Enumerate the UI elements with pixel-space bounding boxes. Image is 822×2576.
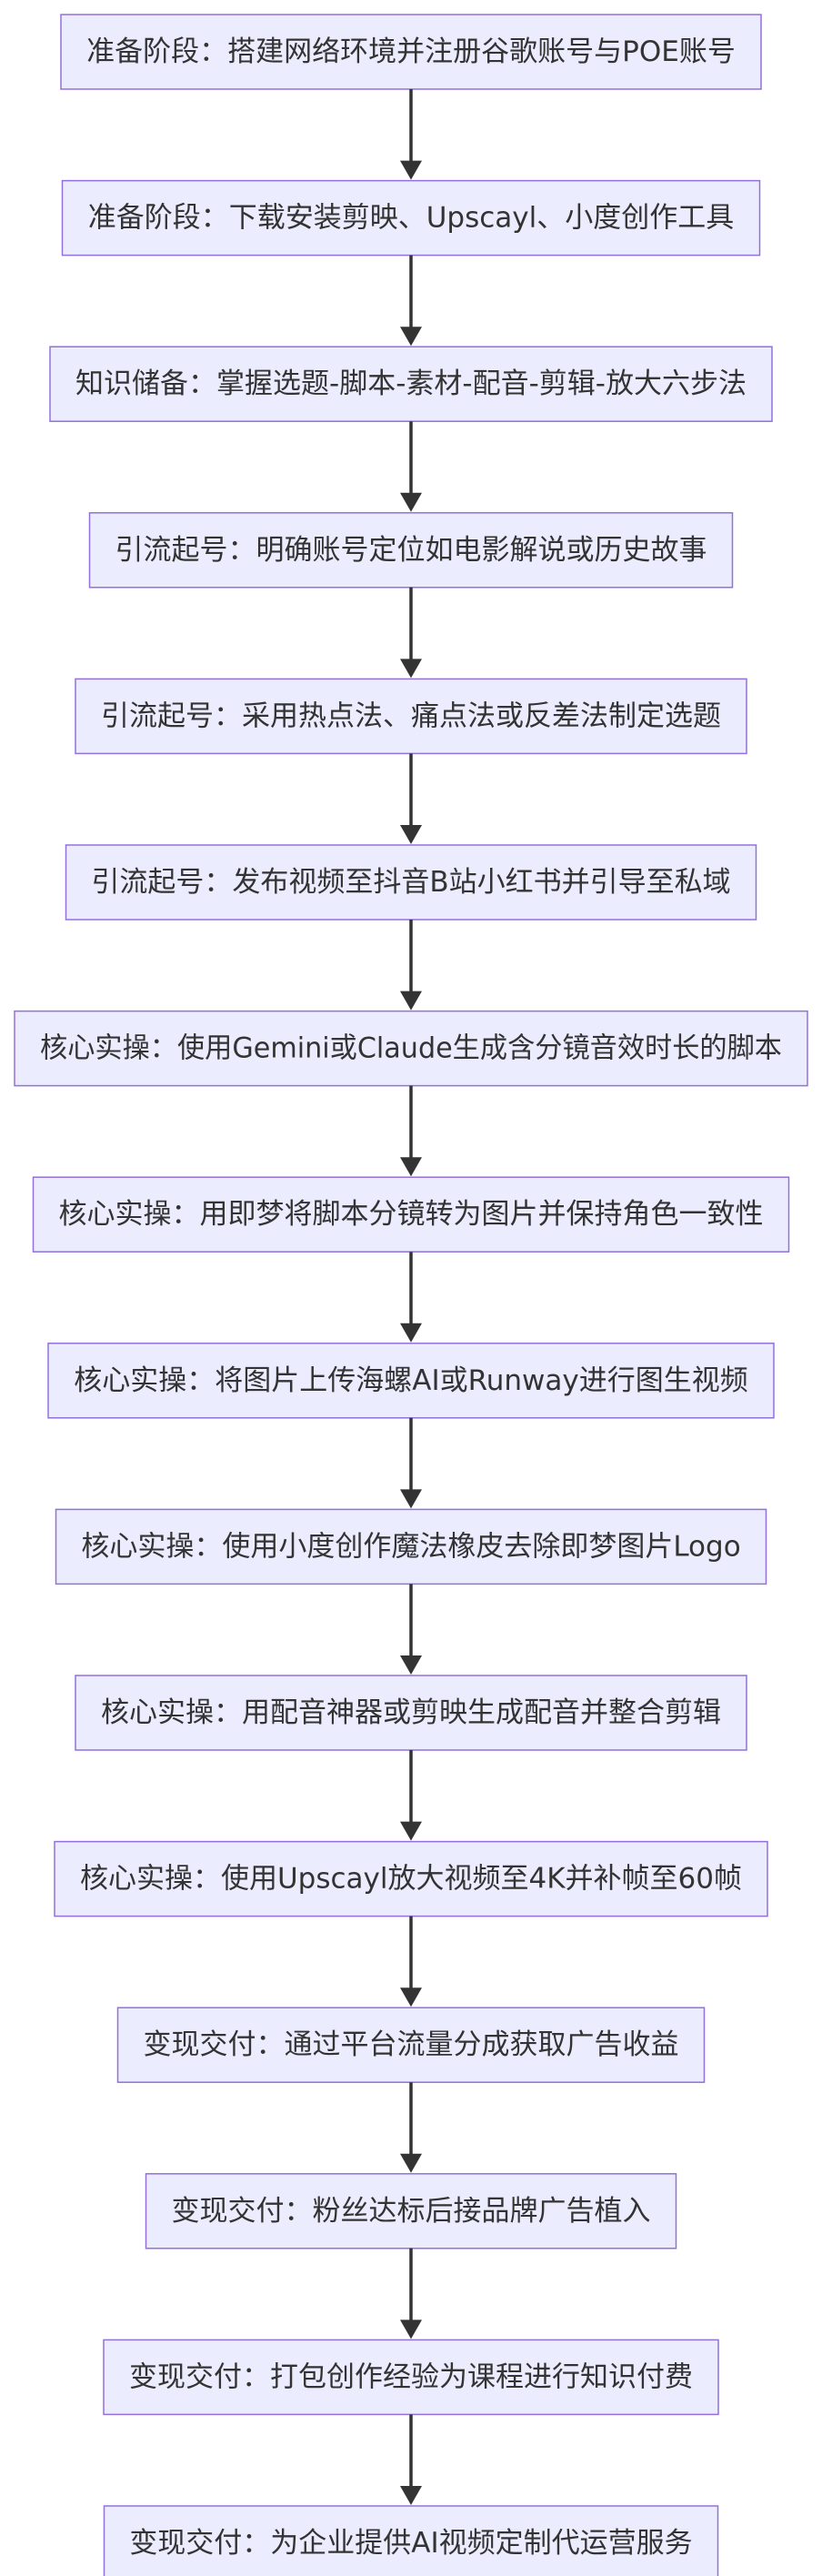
flow-node: 引流起号：采用热点法、痛点法或反差法制定选题 [75,678,747,755]
flow-node-label: 变现交付：为企业提供AI视频定制代运营服务 [129,2527,692,2560]
flow-node-box [88,512,734,589]
arrow-down-icon [400,160,422,180]
flow-node-box [65,844,757,921]
flow-node: 核心实操：使用Upscayl放大视频至4K并补帧至60帧 [54,1840,768,1917]
arrow-down-icon [400,825,422,844]
arrow-down-icon [400,1489,422,1509]
flow-node-label: 变现交付：打包创作经验为课程进行知识付费 [129,2360,693,2393]
flow-node-label: 核心实操：使用Gemini或Claude生成含分镜音效时长的脚本 [40,1032,782,1065]
arrow-down-icon [400,1987,422,2007]
flow-node: 核心实操：用即梦将脚本分镜转为图片并保持角色一致性 [32,1176,790,1253]
arrow-down-icon [400,2319,422,2340]
flow-node: 变现交付：为企业提供AI视频定制代运营服务 [103,2505,719,2576]
flow-node-box [55,1508,767,1585]
flow-node: 变现交付：通过平台流量分成获取广告收益 [116,2007,706,2083]
flow-node: 变现交付：粉丝达标后接品牌广告植入 [145,2173,677,2249]
arrow-down-icon [400,1323,422,1343]
flow-node-label: 引流起号：采用热点法、痛点法或反差法制定选题 [101,699,721,732]
arrow-down-icon [400,492,422,512]
arrow-down-icon [400,2153,422,2173]
flow-node: 核心实操：将图片上传海螺AI或Runway进行图生视频 [47,1343,775,1419]
flow-node-label: 变现交付：粉丝达标后接品牌广告植入 [172,2195,651,2228]
flow-node-label: 引流起号：发布视频至抖音B站小红书并引导至私域 [91,866,730,899]
arrow-down-icon [400,659,422,679]
flow-node: 引流起号：明确账号定位如电影解说或历史故事 [88,512,734,589]
flow-node-label: 核心实操：用即梦将脚本分镜转为图片并保持角色一致性 [59,1198,764,1231]
flow-node-box [60,14,762,90]
arrow-down-icon [400,1821,422,1841]
flow-node: 引流起号：发布视频至抖音B站小红书并引导至私域 [65,844,757,921]
arrow-down-icon [400,991,422,1011]
flow-node: 核心实操：使用小度创作魔法橡皮去除即梦图片Logo [55,1508,767,1585]
flow-node: 准备阶段：下载安装剪映、Upscayl、小度创作工具 [61,179,761,257]
flow-node-label: 知识储备：掌握选题-脚本-素材-配音-剪辑-放大六步法 [75,367,747,400]
flow-node-label: 变现交付：通过平台流量分成获取广告收益 [144,2028,679,2061]
flow-node: 知识储备：掌握选题-脚本-素材-配音-剪辑-放大六步法 [49,346,773,422]
flow-node-label: 引流起号：明确账号定位如电影解说或历史故事 [115,534,707,567]
flow-node: 核心实操：用配音神器或剪映生成配音并整合剪辑 [75,1675,747,1751]
arrow-down-icon [400,327,422,347]
arrow-down-icon [400,2486,422,2505]
flow-node-box [32,1176,790,1253]
flow-node-box [75,1675,747,1751]
flow-node-box [61,179,761,257]
flow-node-label: 核心实操：使用小度创作魔法橡皮去除即梦图片Logo [81,1530,740,1563]
flow-node: 核心实操：使用Gemini或Claude生成含分镜音效时长的脚本 [14,1010,808,1087]
flow-node-box [49,346,773,422]
flow-node-label: 准备阶段：下载安装剪映、Upscayl、小度创作工具 [88,202,735,235]
flow-node-box [54,1840,768,1917]
flow-node-box [145,2173,677,2249]
flow-node-label: 核心实操：用配音神器或剪映生成配音并整合剪辑 [101,1696,721,1729]
flow-node-label: 核心实操：使用Upscayl放大视频至4K并补帧至60帧 [80,1863,742,1896]
flow-node-label: 准备阶段：搭建网络环境并注册谷歌账号与POE账号 [86,35,736,68]
flow-node: 准备阶段：搭建网络环境并注册谷歌账号与POE账号 [60,14,762,90]
arrow-down-icon [400,1655,422,1675]
flow-node-box [116,2007,706,2083]
flow-node-box [75,678,747,755]
flow-node-box [103,2505,719,2576]
flow-node-label: 核心实操：将图片上传海螺AI或Runway进行图生视频 [74,1364,748,1397]
arrow-down-icon [400,1157,422,1177]
flow-node: 变现交付：打包创作经验为课程进行知识付费 [103,2339,719,2416]
flow-node-box [103,2339,719,2416]
